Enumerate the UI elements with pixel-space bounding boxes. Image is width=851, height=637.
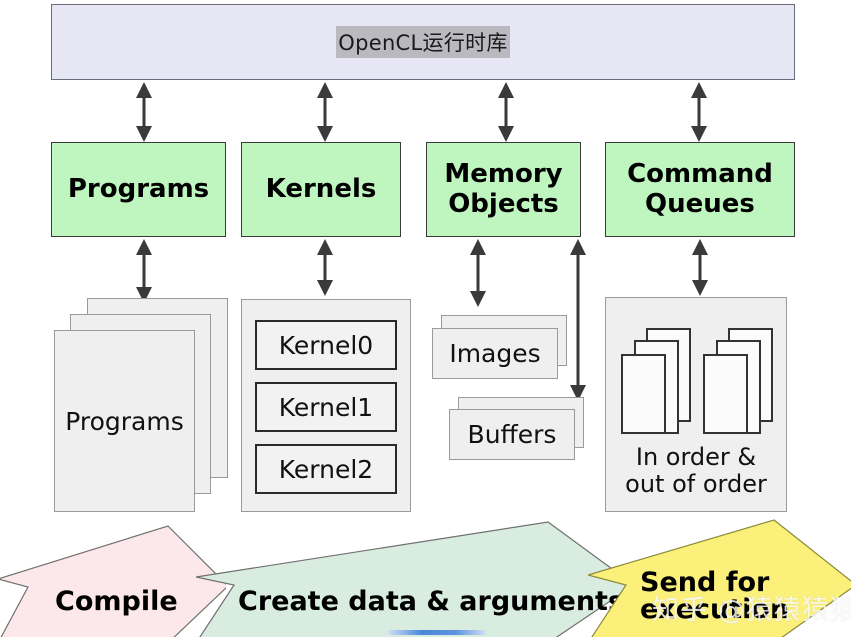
arrow-queues-detail	[688, 239, 712, 296]
arrow-memory-images	[466, 239, 490, 307]
stage-chevron-send-execution[interactable]	[588, 517, 851, 637]
opencl-runtime-label: OpenCL运行时库	[52, 5, 794, 79]
stage-label-compile: Compile	[55, 586, 178, 617]
queues-detail-panel[interactable]: In order & out of order	[605, 297, 787, 512]
stage-label-send-execution: Send for execution	[640, 567, 790, 625]
concept-box-memory-objects[interactable]: Memory Objects	[426, 142, 581, 237]
buffers-sheet-front	[449, 409, 575, 460]
kernel-box-0-label: Kernel0	[278, 330, 374, 360]
concept-box-memory-objects-label: Memory Objects	[444, 159, 563, 219]
arrow-memory-buffers	[566, 239, 590, 401]
arrow-programs-detail	[132, 239, 156, 303]
stage-chevron-compile[interactable]	[0, 523, 226, 637]
queue-card-g2-front	[703, 354, 748, 434]
concept-box-command-queues-label: Command Queues	[627, 159, 773, 219]
kernel-box-1[interactable]: Kernel1	[255, 382, 397, 432]
opencl-runtime-box: OpenCL运行时库	[51, 4, 795, 80]
concept-box-command-queues[interactable]: Command Queues	[605, 142, 795, 237]
kernel-box-2[interactable]: Kernel2	[255, 444, 397, 494]
queues-caption-line1: In order &	[635, 443, 757, 471]
concept-box-kernels[interactable]: Kernels	[241, 142, 401, 237]
concept-box-programs-label: Programs	[67, 173, 210, 204]
stage-label-create-data: Create data & arguments	[238, 586, 625, 617]
arrow-runtime-kernels	[313, 82, 337, 142]
arrow-kernels-detail	[313, 239, 337, 296]
kernel-box-1-label: Kernel1	[278, 392, 374, 422]
images-sheet-front	[432, 328, 558, 379]
concept-box-programs[interactable]: Programs	[51, 142, 226, 237]
concept-box-kernels-label: Kernels	[265, 173, 377, 204]
images-detail-label: Images	[449, 339, 541, 368]
kernel-box-2-label: Kernel2	[278, 454, 374, 484]
bottom-blue-bar	[388, 630, 486, 635]
kernel-box-0[interactable]: Kernel0	[255, 320, 397, 370]
programs-detail-label: Programs	[65, 406, 184, 436]
arrow-runtime-command-queues	[687, 82, 711, 142]
arrow-runtime-memory-objects	[494, 82, 518, 142]
stage-chevron-create-data[interactable]	[196, 519, 636, 637]
arrow-runtime-programs	[132, 82, 156, 142]
queues-caption-line2: out of order	[625, 470, 767, 498]
programs-sheet-front	[54, 330, 195, 512]
buffers-detail-label: Buffers	[467, 420, 557, 449]
queue-card-g1-front	[621, 354, 666, 434]
opencl-runtime-text: OpenCL运行时库	[336, 26, 510, 58]
